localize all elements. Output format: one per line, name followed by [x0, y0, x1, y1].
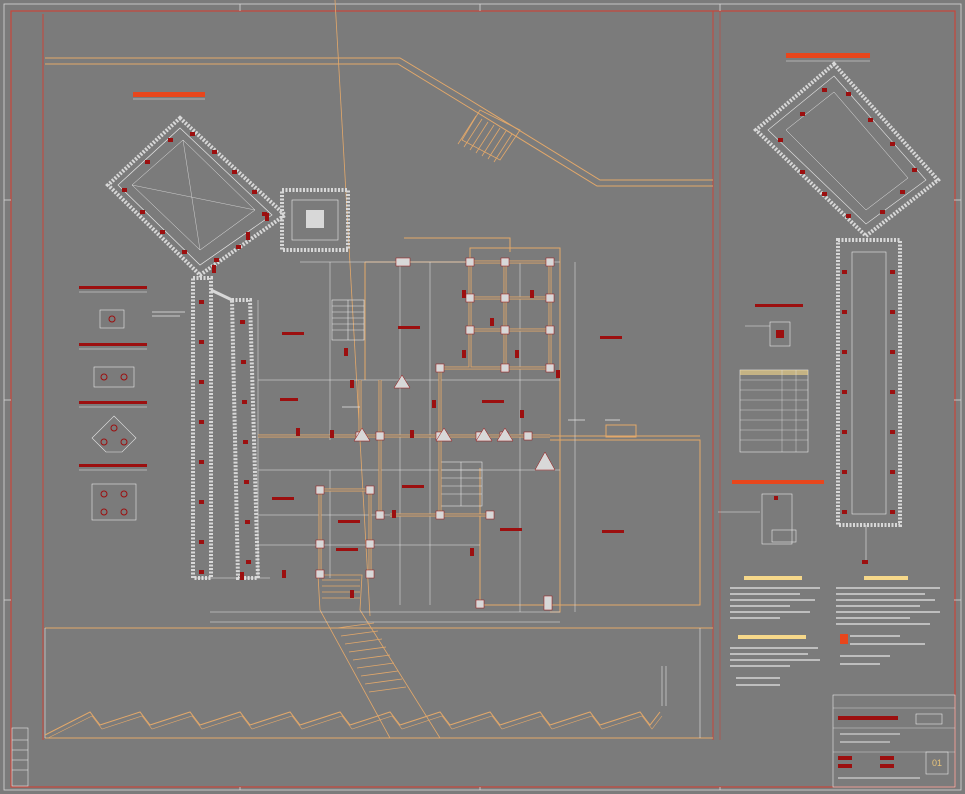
title-block	[832, 694, 956, 788]
left-wing-columns	[122, 132, 267, 574]
right-wing-diamond	[753, 61, 941, 239]
right-wing-columns	[778, 88, 917, 514]
site-lines-white	[44, 628, 701, 738]
main-columns	[315, 257, 555, 611]
left-plan-title-bar	[133, 92, 205, 97]
site-boundary	[45, 57, 713, 739]
legend-stub	[11, 727, 29, 787]
notes-block-right	[836, 576, 940, 665]
retaining-wall-zigzag-inner	[47, 715, 663, 739]
column-detail	[745, 304, 803, 347]
main-stair-core	[439, 461, 483, 507]
main-stair-left	[331, 299, 365, 341]
notes-block-left	[730, 576, 820, 686]
left-wing-arm	[191, 276, 270, 580]
footing-detail-3	[79, 401, 147, 453]
inner-frame	[10, 10, 956, 788]
annotation-marks	[212, 213, 560, 598]
small-tower	[280, 188, 350, 252]
schedule-table	[739, 369, 809, 453]
footing-detail-4	[79, 464, 147, 521]
room-tags	[272, 326, 624, 551]
outer-frame	[3, 3, 962, 791]
footing-detail-2	[79, 343, 147, 388]
dimension-text-lines	[152, 311, 620, 421]
footing-detail-1	[79, 286, 147, 329]
frame-ticks	[4, 4, 961, 790]
pile-caps	[353, 374, 556, 471]
sheet-number: 01	[931, 758, 942, 768]
main-building-outline	[258, 237, 701, 613]
retaining-wall-zigzag	[44, 711, 661, 736]
left-wing-diamond	[105, 115, 289, 278]
upper-stair	[457, 109, 521, 163]
wall-section-detail	[718, 480, 824, 545]
main-grid-lines	[210, 261, 576, 623]
right-plan-title-bar	[786, 53, 870, 58]
right-wing-arm	[836, 238, 902, 527]
lower-stair	[317, 0, 441, 739]
